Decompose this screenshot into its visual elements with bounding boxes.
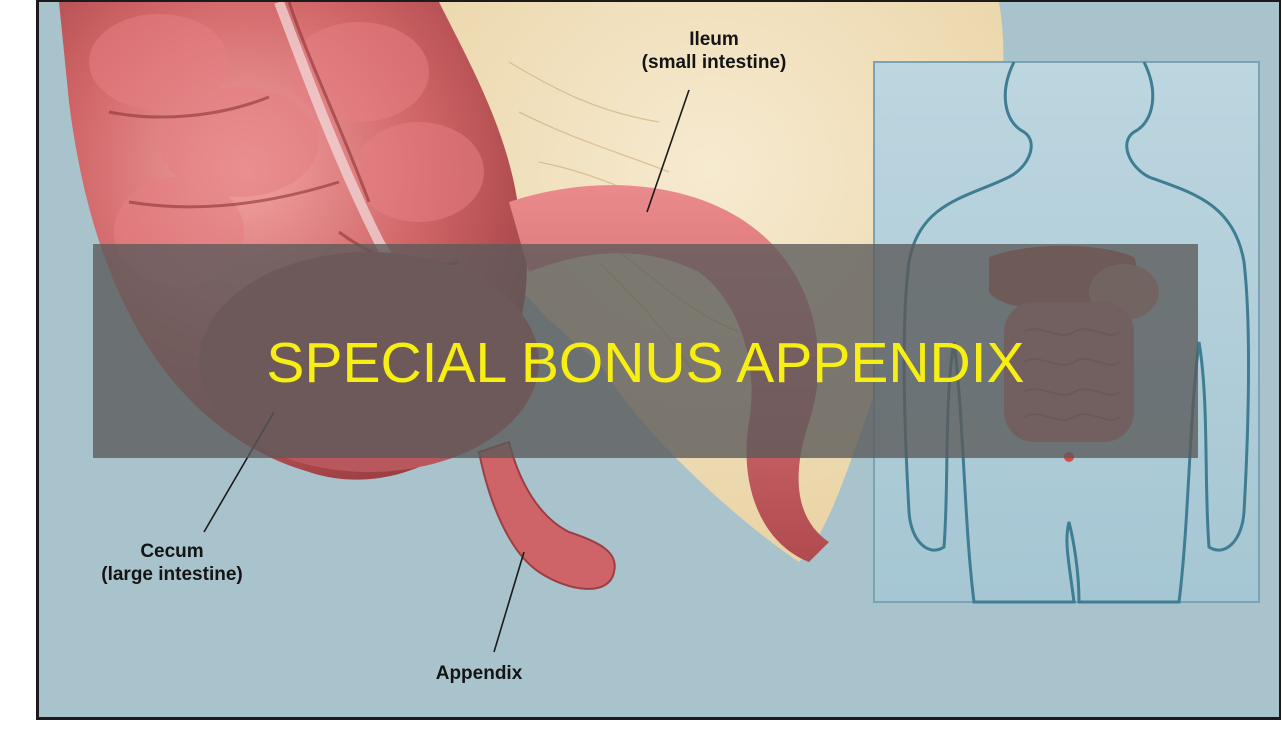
cecum-label: Cecum (large intestine) bbox=[57, 540, 287, 586]
banner-title: SPECIAL BONUS APPENDIX bbox=[93, 244, 1198, 458]
cecum-label-desc: (large intestine) bbox=[57, 563, 287, 586]
appendix-organ bbox=[479, 442, 615, 589]
title-banner: SPECIAL BONUS APPENDIX bbox=[93, 244, 1198, 458]
appendix-label: Appendix bbox=[389, 662, 569, 685]
cecum-label-name: Cecum bbox=[57, 540, 287, 563]
appendix-label-name: Appendix bbox=[389, 662, 569, 685]
ileum-label-desc: (small intestine) bbox=[584, 51, 844, 74]
ileum-label-name: Ileum bbox=[584, 28, 844, 51]
ileum-label: Ileum (small intestine) bbox=[584, 28, 844, 74]
